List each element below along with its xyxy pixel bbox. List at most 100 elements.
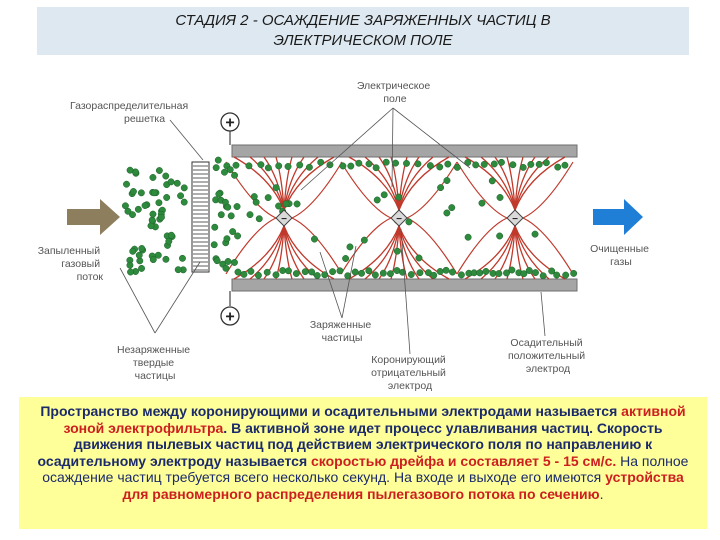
particle — [476, 269, 484, 277]
outlet-arrow — [593, 199, 643, 235]
particle — [561, 161, 569, 169]
particle — [490, 160, 498, 168]
particle — [344, 272, 352, 280]
caption-drift-speed: скоростью дрейфа и составляет 5 - 15 см/… — [311, 452, 617, 469]
corona-electrode-3: − — [506, 209, 524, 227]
particle — [149, 210, 157, 218]
particle — [296, 161, 304, 169]
particle — [497, 158, 505, 166]
particle — [382, 158, 390, 166]
particle — [129, 188, 137, 195]
particle — [150, 189, 158, 197]
field-line — [480, 156, 516, 211]
particle — [255, 215, 263, 223]
particle — [211, 223, 219, 231]
particle — [135, 251, 143, 259]
particle — [403, 159, 410, 167]
particle — [453, 163, 461, 171]
label-collecting-electrode: Осадительный положительный электрод — [508, 337, 588, 375]
particle — [508, 266, 516, 274]
particle — [214, 156, 222, 164]
particle — [503, 269, 510, 277]
particle — [217, 211, 225, 219]
field-line — [340, 217, 392, 275]
particle — [360, 236, 368, 244]
particle — [163, 194, 171, 201]
particle — [264, 164, 272, 172]
particle — [227, 212, 235, 220]
particle — [127, 268, 134, 276]
particle — [231, 259, 238, 266]
particle — [224, 258, 232, 265]
top-plus-terminal: + — [220, 112, 240, 132]
particles — [121, 156, 578, 280]
particle — [285, 267, 292, 275]
particle — [449, 268, 456, 276]
particle — [414, 160, 422, 168]
label-uncharged-particles: Незаряженные твердые частицы — [117, 344, 193, 382]
svg-text:+: + — [225, 115, 234, 132]
field-line — [514, 156, 566, 211]
particle — [155, 199, 163, 207]
particle — [311, 235, 318, 243]
particle — [305, 163, 313, 171]
particle — [317, 158, 325, 166]
particle — [457, 271, 465, 279]
particle — [489, 269, 497, 277]
particle — [416, 269, 424, 277]
particle — [162, 172, 170, 180]
particle — [154, 251, 162, 259]
svg-text:+: + — [225, 309, 234, 326]
particle — [562, 271, 570, 279]
particle — [365, 267, 373, 275]
particle — [257, 161, 265, 169]
particle — [179, 254, 186, 262]
field-line — [283, 225, 319, 280]
particle — [138, 264, 145, 272]
particle — [482, 268, 490, 275]
particle — [496, 232, 504, 240]
particle — [436, 163, 444, 171]
particle — [405, 218, 413, 226]
particle — [407, 271, 415, 278]
particle — [347, 162, 355, 170]
field-line — [398, 156, 434, 211]
field-line — [291, 161, 343, 219]
particle — [177, 192, 185, 200]
particle — [308, 268, 316, 276]
gas-distribution-grid — [191, 161, 210, 273]
particle — [149, 256, 157, 264]
field-line — [249, 156, 285, 211]
particle — [346, 243, 354, 251]
field-line — [398, 156, 450, 211]
label-electric-field: Электрическое поле — [357, 80, 433, 105]
svg-text:−: − — [512, 214, 518, 225]
field-line — [506, 156, 516, 211]
particle — [155, 167, 163, 174]
particle — [157, 213, 165, 221]
particle — [509, 161, 517, 169]
field-line — [348, 156, 400, 211]
corona-electrode-1: − — [275, 209, 293, 227]
particle — [480, 160, 488, 168]
particle — [373, 196, 381, 204]
svg-text:−: − — [281, 214, 287, 225]
bottom-plus-terminal: + — [220, 306, 240, 326]
particle — [342, 255, 350, 262]
caption-end: . — [599, 485, 604, 502]
corona-electrode-2: − — [390, 209, 408, 227]
particle — [293, 200, 301, 208]
particle — [392, 159, 399, 167]
particle — [570, 269, 578, 277]
particle — [180, 198, 188, 206]
particle — [272, 184, 280, 192]
particle — [292, 270, 300, 277]
particle — [264, 194, 272, 202]
caption-part-3: . В активной зоне идет процесс улавливан… — [37, 419, 663, 469]
field-line — [225, 217, 277, 275]
particle — [123, 180, 130, 188]
field-line — [406, 217, 458, 275]
particle — [372, 164, 380, 172]
particle — [173, 179, 181, 187]
field-line — [406, 161, 458, 219]
